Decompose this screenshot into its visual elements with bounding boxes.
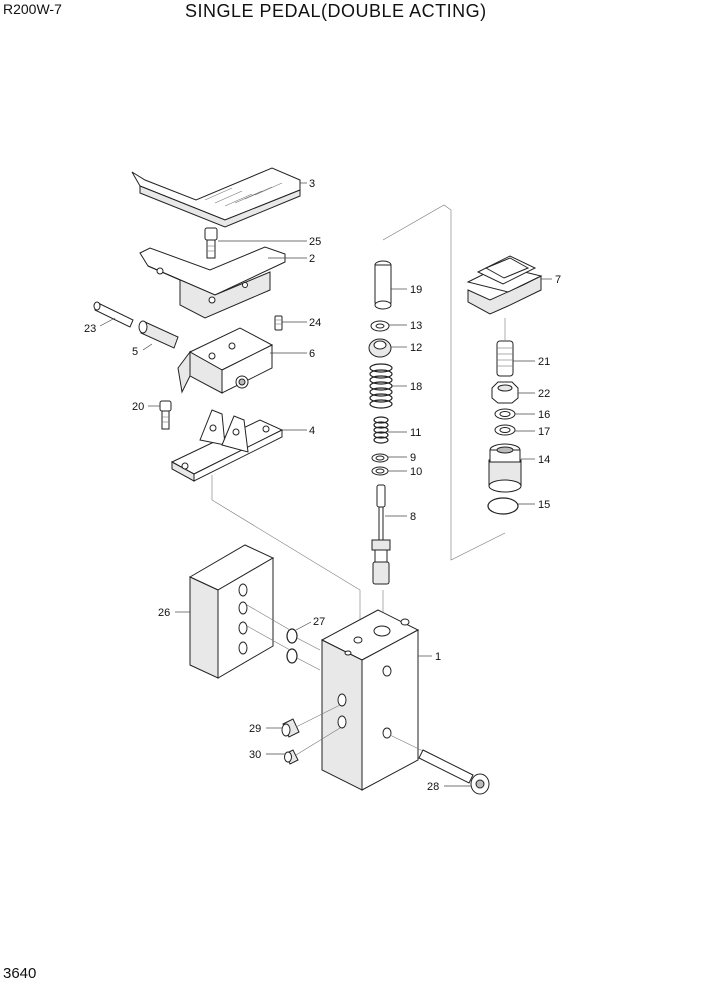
part-4-base-bracket (170, 409, 284, 482)
part-9-washer (371, 453, 389, 463)
callout-4: 4 (309, 425, 315, 437)
part-2-pedal-plate (139, 246, 286, 319)
callout-1: 1 (435, 651, 441, 663)
model-code: R200W-7 (3, 1, 62, 17)
part-25-bolt (204, 227, 218, 259)
callout-6: 6 (309, 348, 315, 360)
part-20-bolt (159, 400, 172, 430)
part-14-plug (488, 443, 522, 493)
part-18-spring (369, 363, 393, 409)
page-number: 3640 (3, 965, 37, 982)
part-26-cover-block (188, 544, 275, 679)
part-11-spring (373, 416, 389, 444)
callout-23: 23 (84, 323, 96, 335)
callout-27: 27 (313, 616, 325, 628)
part-21-threaded-rod (496, 340, 514, 377)
part-28-long-bolt (389, 734, 490, 795)
part-12-seal (368, 338, 392, 358)
callout-10: 10 (410, 466, 422, 478)
part-3-pedal-cover (131, 167, 301, 228)
callout-labels: 3 25 2 24 6 4 23 5 20 19 13 12 18 11 9 1… (84, 178, 561, 793)
part-5-roller-pin (138, 320, 179, 349)
callout-11: 11 (410, 427, 421, 439)
part-16-washer (494, 408, 516, 420)
callout-14: 14 (538, 454, 550, 466)
callout-12: 12 (410, 342, 422, 354)
part-22-nut (491, 381, 519, 404)
part-19-push-rod (374, 260, 392, 310)
callout-leader-lines (99, 182, 552, 787)
part-6-bracket-block (177, 327, 274, 394)
callout-19: 19 (410, 284, 422, 296)
callout-24: 24 (309, 317, 321, 329)
callout-2: 2 (309, 253, 315, 265)
part-24-set-screw (274, 315, 283, 331)
callout-28: 28 (427, 781, 439, 793)
callout-15: 15 (538, 499, 550, 511)
part-30-plug (284, 727, 341, 765)
part-23-pin (93, 301, 134, 328)
part-13-washer (370, 320, 390, 332)
callout-21: 21 (538, 356, 550, 368)
callout-25: 25 (309, 236, 321, 248)
callout-16: 16 (538, 409, 550, 421)
callout-20: 20 (132, 401, 144, 413)
callout-17: 17 (538, 426, 550, 438)
part-8-spool (371, 484, 391, 585)
part-27-o-rings (246, 604, 321, 671)
callout-18: 18 (410, 381, 422, 393)
callout-30: 30 (249, 749, 261, 761)
part-7-boot (466, 255, 543, 315)
callout-3: 3 (309, 178, 315, 190)
assembly-guide-lines (211, 204, 506, 632)
part-17-washer (494, 424, 516, 436)
callout-26: 26 (158, 607, 170, 619)
page-title: SINGLE PEDAL(DOUBLE ACTING) (185, 1, 487, 21)
callout-7: 7 (555, 274, 561, 286)
callout-29: 29 (249, 723, 261, 735)
part-15-o-ring (487, 497, 519, 515)
part-29-plug (281, 704, 341, 738)
callout-5: 5 (132, 346, 138, 358)
part-1-valve-body (320, 609, 420, 791)
part-10-washer (371, 466, 389, 476)
callout-22: 22 (538, 388, 550, 400)
callout-9: 9 (410, 452, 416, 464)
callout-13: 13 (410, 320, 422, 332)
callout-8: 8 (410, 511, 416, 523)
